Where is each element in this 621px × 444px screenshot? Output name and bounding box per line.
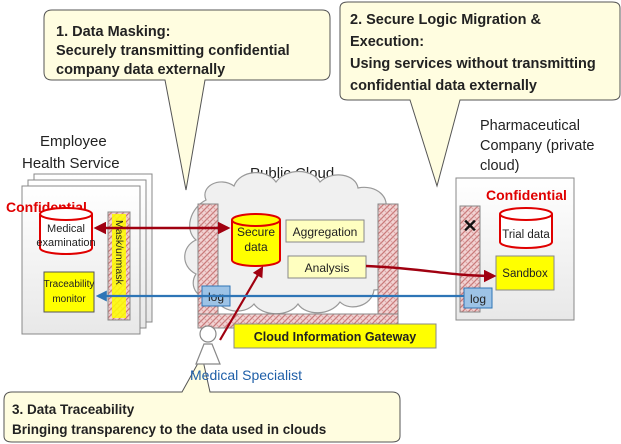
callout-migration-title: Execution: [350,34,424,50]
secure-data-label: Secure [237,225,275,239]
callout-migration-text: Using services without transmitting [350,56,596,72]
pharma-title: cloud) [480,158,520,174]
mask-unmask-label: Mask/unmask [113,220,125,286]
logic-migration-arrow [365,264,497,283]
pharma-confidential-label: Confidential [486,187,567,203]
callout-masking-text: Securely transmitting confidential [56,43,290,59]
pharma-title: Company (private [480,138,594,154]
person-body-icon [195,343,221,365]
callout-logic-migration: 2. Secure Logic Migration & Execution: U… [339,1,621,188]
specialist-label: Medical Specialist [190,367,302,383]
secure-data-db: Secure data [231,213,281,267]
pharma-gateway-bar [459,205,481,313]
medical-label: examination [36,237,95,249]
sandbox-label: Sandbox [502,268,548,280]
analysis-label: Analysis [305,261,350,275]
callout-data-traceability: 3. Data Traceability Bringing transparen… [3,354,401,443]
pharmaceutical-company: Pharmaceutical Company (private cloud) C… [455,118,594,321]
traceability-monitor [43,271,95,313]
person-icon [199,325,217,343]
callout-migration-title: 2. Secure Logic Migration & [350,12,541,28]
employee-health-service: Employee Health Service Confidential Med… [6,133,153,335]
sandbox-box [495,255,555,291]
aggregation-box [285,219,365,243]
callout-data-masking: 1. Data Masking: Securely transmitting c… [43,9,331,191]
callout-traceability-title: 3. Data Traceability [12,402,135,417]
callout-traceability-text: Bringing transparency to the data used i… [12,422,326,437]
callout-migration-text: confidential data externally [350,78,537,94]
specialist-access-arrow [219,266,264,341]
trial-data-label: Trial data [502,229,550,241]
medical-examination-db: Medical examination [36,207,96,255]
medical-specialist: Medical Specialist [190,325,302,383]
callout-masking-title: 1. Data Masking: [56,24,170,40]
flow-arrows [93,221,497,341]
secure-data-label: data [244,240,268,254]
block-x-icon: ✕ [462,216,477,236]
mask-unmask-highlight [112,214,126,318]
pharma-log-label: log [470,292,486,306]
employee-title: Employee [40,133,107,150]
traceability-label: monitor [52,294,86,305]
traceability-label: Traceability [44,279,95,290]
aggregation-label: Aggregation [293,225,358,239]
gateway-pillar-left [197,203,219,329]
gateway-label: Cloud Information Gateway [254,330,417,344]
public-cloud: Public Cloud Secure data Aggregation Ana… [184,165,437,349]
trial-data-db: Trial data [499,207,553,249]
employee-title: Health Service [22,155,120,172]
callout-masking-text: company data externally [56,62,225,78]
medical-label: Medical [47,223,85,235]
pharma-title: Pharmaceutical [480,118,580,134]
gateway-label-box [233,323,437,349]
pharma-log-box [463,287,493,309]
